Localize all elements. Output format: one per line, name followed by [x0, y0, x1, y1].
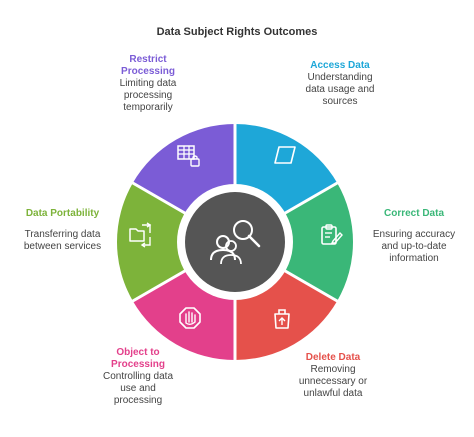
- clipboard-edit-icon: [321, 224, 343, 245]
- desc-delete-data: Removing unnecessary or unlawful data: [298, 364, 368, 399]
- heading-data-portability: Data Portability: [25, 208, 100, 219]
- heading-access-data: Access Data: [310, 60, 370, 71]
- trash-icon: [274, 309, 290, 329]
- heading-restrict-processing: Restrict Processing: [121, 54, 175, 77]
- segment-correct-data: [281, 183, 353, 301]
- user-search-icon: [210, 220, 261, 265]
- heading-object-to-processing: Object to Processing: [111, 347, 165, 370]
- label-restrict-processing: Restrict Processing Limiting data proces…: [98, 54, 198, 114]
- desc-correct-data: Ensuring accuracy and up-to-date informa…: [372, 229, 456, 264]
- segment-data-portability: [117, 183, 189, 301]
- heading-correct-data: Correct Data: [383, 208, 445, 219]
- desc-restrict-processing: Limiting data processing temporarily: [119, 78, 177, 113]
- segment-divider: [130, 266, 191, 304]
- label-delete-data: Delete Data Removing unnecessary or unla…: [283, 352, 383, 400]
- segment-divider: [130, 180, 191, 218]
- stop-hand-icon: [179, 307, 201, 329]
- table-lock-icon: [177, 145, 200, 167]
- label-object-to-processing: Object to Processing Controlling data us…: [86, 347, 190, 407]
- label-data-portability: Data Portability Transferring data betwe…: [10, 208, 115, 253]
- desc-object-to-processing: Controlling data use and processing: [102, 371, 174, 406]
- folder-transfer-icon: [129, 222, 152, 248]
- segment-divider: [279, 180, 340, 218]
- heading-delete-data: Delete Data: [305, 352, 361, 363]
- segment-divider: [279, 266, 340, 304]
- diagram-title: Data Subject Rights Outcomes: [156, 26, 318, 38]
- desc-access-data: Understanding data usage and sources: [305, 72, 375, 107]
- center-hub: [185, 192, 285, 292]
- desc-data-portability: Transferring data between services: [23, 229, 102, 252]
- label-access-data: Access Data Understanding data usage and…: [290, 60, 390, 108]
- label-correct-data: Correct Data Ensuring accuracy and up-to…: [359, 208, 469, 265]
- document-icon: [274, 146, 296, 164]
